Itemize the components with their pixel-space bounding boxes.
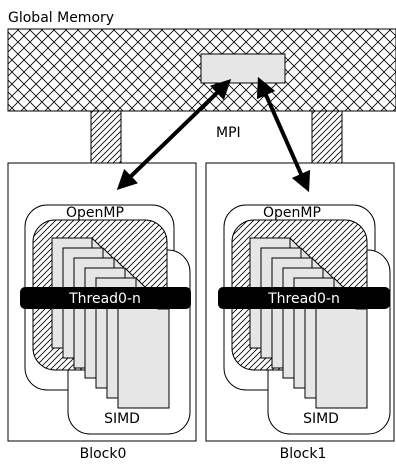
simd-label-1: SIMD [303,411,339,427]
thread-page-0-g [117,297,170,409]
memory-bus-right [311,110,343,166]
thread-label-1: Thread0-n [267,291,340,307]
block-label-1: Block1 [280,446,327,462]
simd-label-bg-1 [296,409,346,427]
simd-label-bg-0 [97,409,147,427]
mpi-arrow-block1 [256,76,311,193]
mpi-label: MPI [216,125,241,141]
thread-label-0: Thread0-n [68,291,141,307]
thread-page-1-g [315,297,368,409]
mpi-arrow-block0 [116,79,232,190]
block-0: OpenMP Thread0-n SIMD Block0 [7,162,197,462]
block-1: OpenMP Thread0-n SIMD Block1 [205,162,395,462]
block-label-0: Block0 [80,446,127,462]
thread-bar-0 [20,287,191,309]
global-memory-label: Global Memory [8,10,114,26]
mpi-buffer [200,53,286,84]
openmp-label-0: OpenMP [66,205,124,221]
simd-label-0: SIMD [104,411,140,427]
openmp-label-1: OpenMP [263,205,321,221]
thread-bar-1 [218,287,390,309]
memory-bus-left [90,110,122,166]
